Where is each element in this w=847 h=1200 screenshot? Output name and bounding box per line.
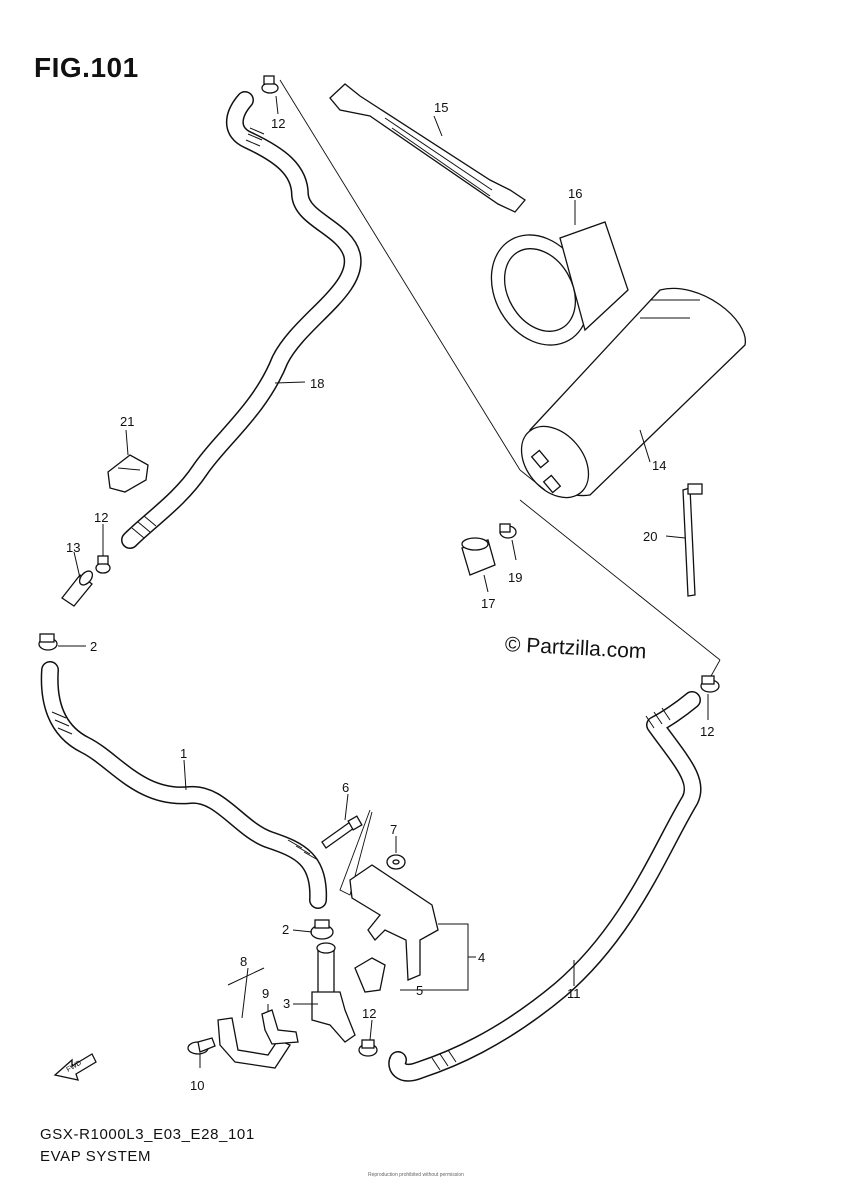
clip-19 xyxy=(499,523,517,539)
callout-12-top: 12 xyxy=(271,116,285,131)
screw-10 xyxy=(187,1037,216,1055)
bracket-15 xyxy=(329,83,526,213)
callout-3: 3 xyxy=(283,996,290,1011)
clip-12-top xyxy=(261,75,279,94)
clip-12-bottom xyxy=(358,1039,378,1057)
callout-12-right: 12 xyxy=(700,724,714,739)
model-code: GSX-R1000L3_E03_E28_101 xyxy=(40,1126,255,1143)
callout-7: 7 xyxy=(390,822,397,837)
callout-8: 8 xyxy=(240,954,247,969)
hose-11 xyxy=(388,691,702,1082)
callout-16: 16 xyxy=(568,186,582,201)
callout-19: 19 xyxy=(508,570,522,585)
cap-17 xyxy=(461,537,496,576)
cushion-16 xyxy=(490,221,629,346)
callout-10: 10 xyxy=(190,1078,204,1093)
callout-11: 11 xyxy=(567,986,581,1001)
callout-18: 18 xyxy=(310,376,324,391)
callouts: 15 16 12 18 21 14 12 13 19 17 20 2 12 1 … xyxy=(66,100,714,1093)
callout-17: 17 xyxy=(481,596,495,611)
clamp-21 xyxy=(107,454,149,493)
callout-4: 4 xyxy=(478,950,485,965)
callout-20: 20 xyxy=(643,529,657,544)
callout-21: 21 xyxy=(120,414,134,429)
rivet-6 xyxy=(321,815,363,849)
valve-3 xyxy=(311,942,356,1043)
leader-lines xyxy=(58,95,709,1068)
callout-12-bottom: 12 xyxy=(362,1006,376,1021)
hose-1 xyxy=(40,661,328,909)
clip-12-right xyxy=(700,675,720,693)
callout-5: 5 xyxy=(416,983,423,998)
hose-18 xyxy=(121,91,362,549)
callout-12-left: 12 xyxy=(94,510,108,525)
callout-1: 1 xyxy=(180,746,187,761)
callout-13: 13 xyxy=(66,540,80,555)
fwd-arrow-icon: FWD xyxy=(53,1053,97,1081)
bracket-5 xyxy=(354,957,386,993)
clip-12-left xyxy=(95,555,111,574)
canister-14 xyxy=(520,287,746,499)
section-name: EVAP SYSTEM xyxy=(40,1148,152,1165)
bracket-4 xyxy=(349,864,439,981)
callout-2-top: 2 xyxy=(90,639,97,654)
callout-14: 14 xyxy=(652,458,666,473)
figure-title: FIG.101 xyxy=(34,52,139,83)
callout-6: 6 xyxy=(342,780,349,795)
clip-2-top xyxy=(38,633,58,651)
callout-9: 9 xyxy=(262,986,269,1001)
fine-print: Reproduction prohibited without permissi… xyxy=(368,1172,464,1178)
joint-13 xyxy=(61,570,94,607)
clamp-9 xyxy=(261,1009,299,1045)
clip-2-lower xyxy=(310,919,334,940)
cable-tie-20 xyxy=(682,483,703,597)
washer-7 xyxy=(386,854,406,870)
callout-15: 15 xyxy=(434,100,448,115)
callout-2-lower: 2 xyxy=(282,922,289,937)
